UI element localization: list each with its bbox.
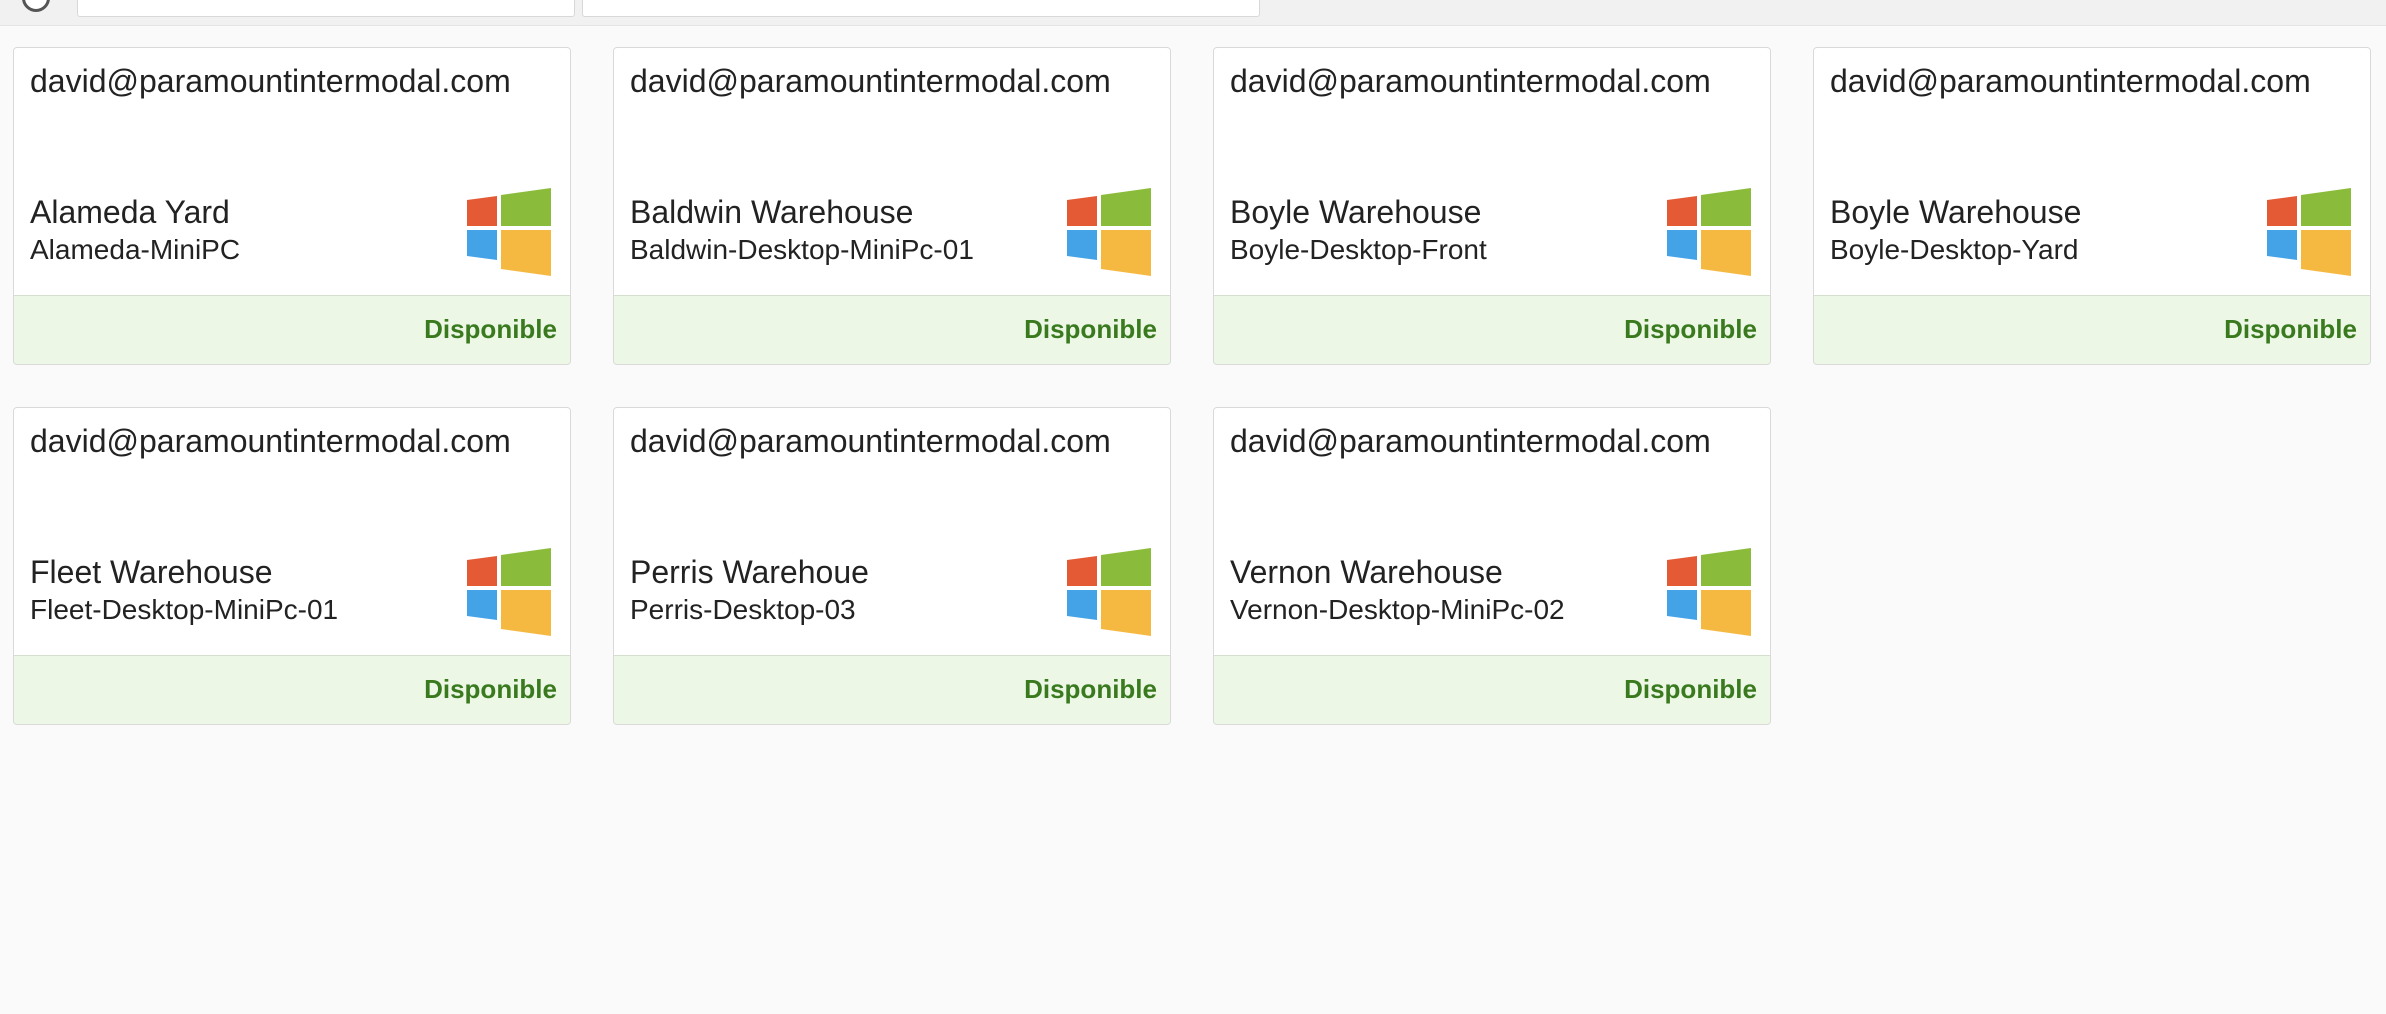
windows-logo-pane bbox=[467, 556, 497, 586]
windows-icon bbox=[467, 548, 551, 636]
status-badge: Disponible bbox=[424, 314, 557, 344]
session-card[interactable]: david@paramountintermodal.com Boyle Ware… bbox=[1213, 47, 1771, 365]
windows-logo-pane bbox=[2301, 188, 2351, 226]
windows-logo-pane bbox=[1067, 230, 1097, 260]
status-badge: Disponible bbox=[2224, 314, 2357, 344]
session-card[interactable]: david@paramountintermodal.com Vernon War… bbox=[1213, 407, 1771, 725]
session-card[interactable]: david@paramountintermodal.com Boyle Ware… bbox=[1813, 47, 2371, 365]
card-site-name: Vernon Warehouse bbox=[1230, 554, 1503, 590]
windows-logo-pane bbox=[1667, 590, 1697, 620]
card-user-email: david@paramountintermodal.com bbox=[1230, 423, 1711, 459]
status-badge: Disponible bbox=[1024, 314, 1157, 344]
windows-logo-pane bbox=[2301, 230, 2351, 276]
windows-logo-pane bbox=[1101, 548, 1151, 586]
windows-logo-pane bbox=[1667, 196, 1697, 226]
card-host-name: Fleet-Desktop-MiniPc-01 bbox=[30, 594, 339, 625]
windows-logo-pane bbox=[501, 590, 551, 636]
windows-logo-pane bbox=[467, 590, 497, 620]
top-toolbar bbox=[0, 0, 2386, 26]
windows-logo-pane bbox=[1067, 196, 1097, 226]
windows-logo-pane bbox=[1067, 556, 1097, 586]
card-footer: Disponible bbox=[14, 295, 570, 364]
menu-button[interactable] bbox=[22, 0, 50, 12]
windows-logo-pane bbox=[1701, 230, 1751, 276]
card-footer: Disponible bbox=[614, 295, 1170, 364]
windows-logo-pane bbox=[501, 548, 551, 586]
windows-icon bbox=[1067, 188, 1151, 276]
search-input[interactable] bbox=[582, 0, 1260, 17]
card-footer: Disponible bbox=[1814, 295, 2370, 364]
card-site-name: Alameda Yard bbox=[30, 194, 230, 230]
status-badge: Disponible bbox=[424, 674, 557, 704]
card-user-email: david@paramountintermodal.com bbox=[630, 423, 1111, 459]
card-host-name: Boyle-Desktop-Yard bbox=[1830, 234, 2079, 265]
status-badge: Disponible bbox=[1024, 674, 1157, 704]
windows-icon bbox=[1667, 188, 1751, 276]
card-site-name: Boyle Warehouse bbox=[1230, 194, 1482, 230]
windows-logo-pane bbox=[1067, 590, 1097, 620]
filter-input[interactable] bbox=[77, 0, 575, 17]
card-footer: Disponible bbox=[14, 655, 570, 724]
card-host-name: Boyle-Desktop-Front bbox=[1230, 234, 1487, 265]
windows-logo-pane bbox=[1667, 556, 1697, 586]
session-card[interactable]: david@paramountintermodal.com Baldwin Wa… bbox=[613, 47, 1171, 365]
windows-logo-pane bbox=[1701, 548, 1751, 586]
card-host-name: Alameda-MiniPC bbox=[30, 234, 241, 265]
card-user-email: david@paramountintermodal.com bbox=[630, 63, 1111, 99]
card-footer: Disponible bbox=[1214, 295, 1770, 364]
card-site-name: Perris Warehoue bbox=[630, 554, 869, 590]
card-host-name: Baldwin-Desktop-MiniPc-01 bbox=[630, 234, 974, 265]
windows-icon bbox=[467, 188, 551, 276]
status-badge: Disponible bbox=[1624, 674, 1757, 704]
windows-logo-pane bbox=[2267, 196, 2297, 226]
card-site-name: Baldwin Warehouse bbox=[630, 194, 914, 230]
card-user-email: david@paramountintermodal.com bbox=[30, 423, 511, 459]
card-footer: Disponible bbox=[1214, 655, 1770, 724]
card-site-name: Boyle Warehouse bbox=[1830, 194, 2082, 230]
windows-logo-pane bbox=[1101, 230, 1151, 276]
windows-logo-pane bbox=[1101, 590, 1151, 636]
card-host-name: Vernon-Desktop-MiniPc-02 bbox=[1230, 594, 1565, 625]
status-badge: Disponible bbox=[1624, 314, 1757, 344]
windows-logo-pane bbox=[1701, 188, 1751, 226]
windows-logo-pane bbox=[1101, 188, 1151, 226]
card-user-email: david@paramountintermodal.com bbox=[30, 63, 511, 99]
card-host-name: Perris-Desktop-03 bbox=[630, 594, 856, 625]
card-footer: Disponible bbox=[614, 655, 1170, 724]
windows-icon bbox=[2267, 188, 2351, 276]
windows-logo-pane bbox=[2267, 230, 2297, 260]
windows-logo-pane bbox=[1701, 590, 1751, 636]
windows-logo-pane bbox=[501, 188, 551, 226]
windows-icon bbox=[1067, 548, 1151, 636]
card-site-name: Fleet Warehouse bbox=[30, 554, 273, 590]
card-user-email: david@paramountintermodal.com bbox=[1830, 63, 2311, 99]
windows-logo-pane bbox=[467, 230, 497, 260]
session-card[interactable]: david@paramountintermodal.com Fleet Ware… bbox=[13, 407, 571, 725]
windows-logo-pane bbox=[467, 196, 497, 226]
session-grid: david@paramountintermodal.com Alameda Ya… bbox=[13, 47, 2371, 725]
windows-icon bbox=[1667, 548, 1751, 636]
windows-logo-pane bbox=[501, 230, 551, 276]
card-user-email: david@paramountintermodal.com bbox=[1230, 63, 1711, 99]
windows-logo-pane bbox=[1667, 230, 1697, 260]
session-card[interactable]: david@paramountintermodal.com Alameda Ya… bbox=[13, 47, 571, 365]
session-card[interactable]: david@paramountintermodal.com Perris War… bbox=[613, 407, 1171, 725]
